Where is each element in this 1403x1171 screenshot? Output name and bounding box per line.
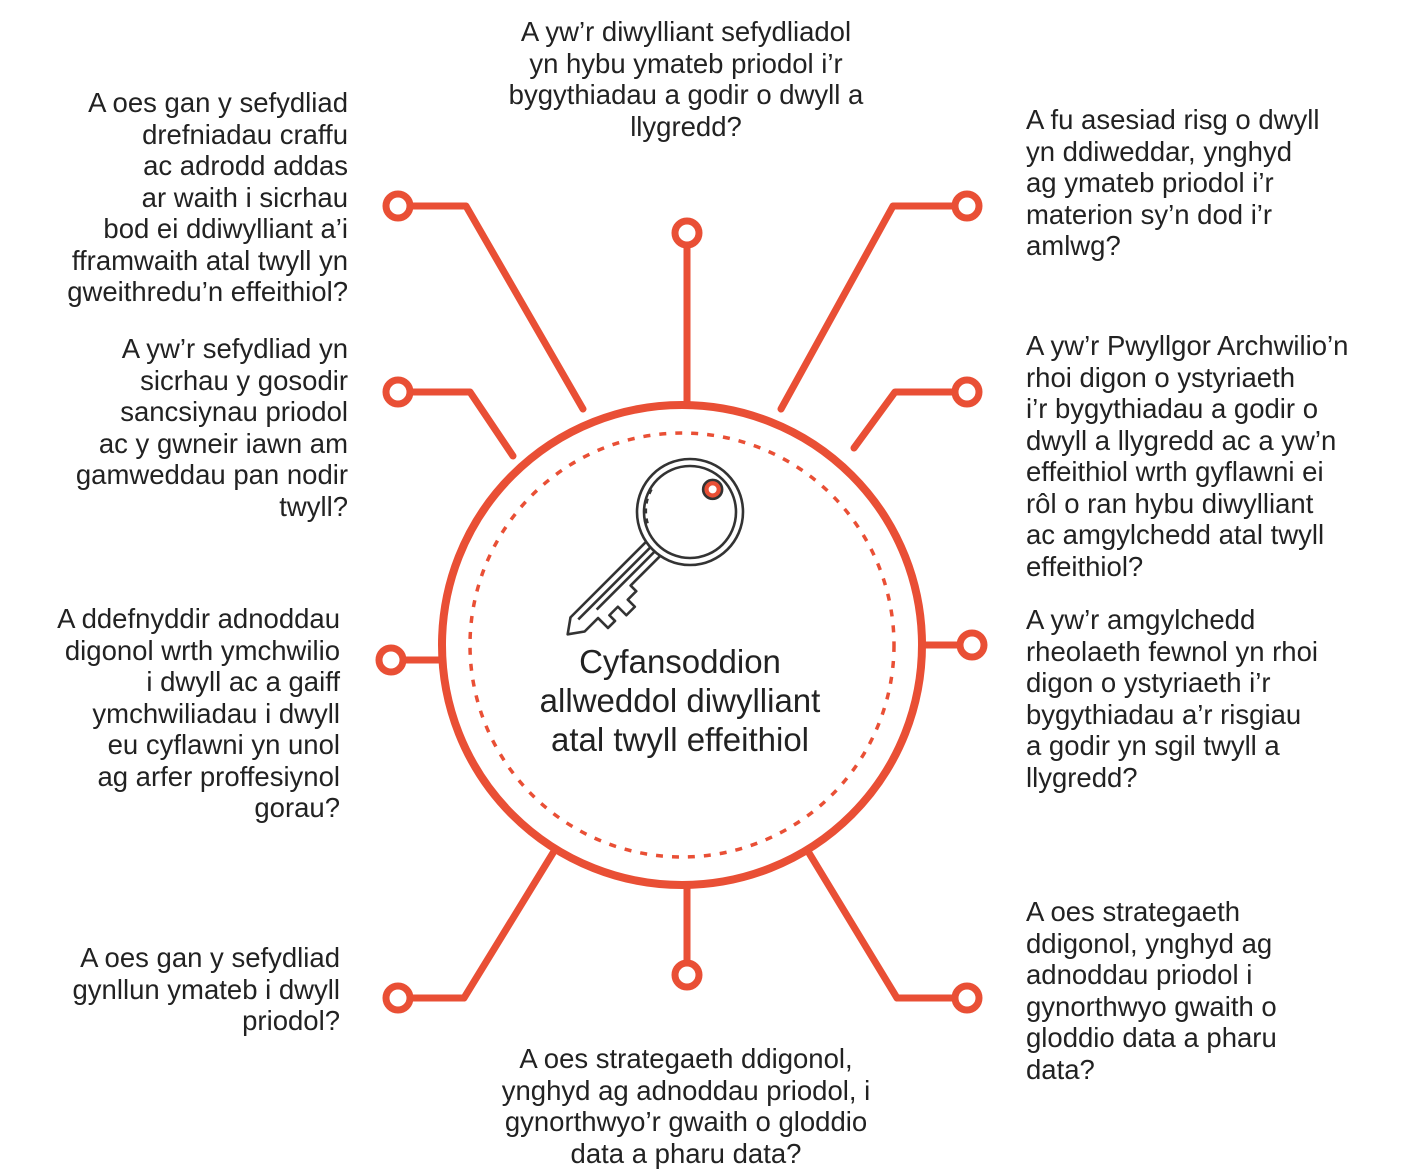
node-right — [956, 629, 988, 661]
connector-top-left — [400, 202, 587, 413]
question-top-right: A fu asesiad risg o dwyll yn ddiweddar, … — [1026, 104, 1320, 261]
question-top-left: A oes gan y sefydliad drefniadau craffu … — [67, 87, 348, 307]
question-bottom-right: A oes strategaeth ddigonol, ynghyd ag ad… — [1026, 896, 1277, 1085]
center-hub-dashed-ring — [468, 431, 896, 859]
key-icon — [566, 457, 745, 636]
question-top: A yw’r diwylliant sefydliadol yn hybu ym… — [508, 16, 864, 142]
node-bottom-left — [382, 982, 414, 1014]
question-upper-right: A yw’r Pwyllgor Archwilio’n rhoi digon o… — [1026, 330, 1349, 582]
node-top — [671, 217, 703, 249]
center-hub-outer-ring — [438, 401, 926, 889]
node-left — [375, 644, 407, 676]
center-title: Cyfansoddion allweddol diwylliant atal t… — [539, 643, 821, 758]
question-upper-left: A yw’r sefydliad yn sicrhau y gosodir sa… — [75, 333, 348, 522]
node-upper-left — [382, 376, 414, 408]
connector-upper-right — [850, 388, 966, 452]
connector-bottom-left — [400, 844, 560, 1002]
question-right: A yw’r amgylchedd rheolaeth fewnol yn rh… — [1026, 604, 1318, 793]
question-bottom-left: A oes gan y sefydliad gynllun ymateb i d… — [72, 942, 340, 1036]
node-bottom — [671, 959, 703, 991]
node-bottom-right — [951, 982, 983, 1014]
connector-bottom-right — [802, 844, 966, 1002]
node-top-left — [382, 190, 414, 222]
connector-upper-left — [400, 388, 517, 460]
question-left: A ddefnyddir adnoddau digonol wrth ymchw… — [57, 603, 340, 823]
node-upper-right — [951, 376, 983, 408]
node-top-right — [951, 190, 983, 222]
connector-top-right — [777, 202, 966, 413]
question-bottom: A oes strategaeth ddigonol, ynghyd ag ad… — [501, 1043, 871, 1169]
